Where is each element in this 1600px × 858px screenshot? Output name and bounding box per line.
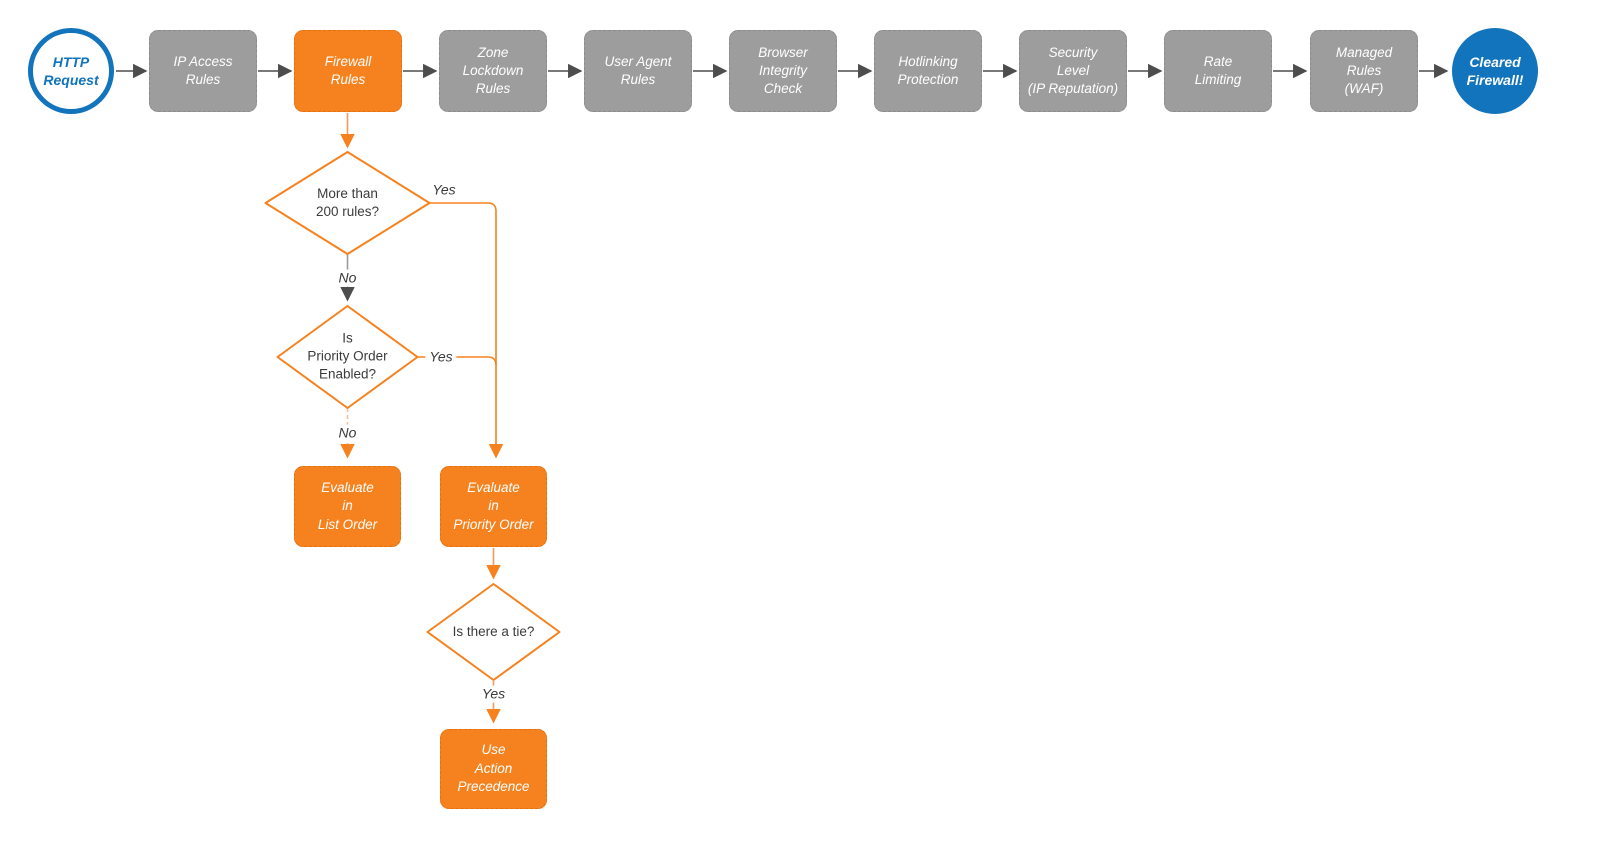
- node-rate-limiting: Rate Limiting: [1164, 30, 1272, 112]
- connector-decision1-yes: [429, 202, 504, 459]
- node-managed-rules-waf: Managed Rules (WAF): [1310, 30, 1418, 112]
- node-security-level: Security Level (IP Reputation): [1019, 30, 1127, 112]
- node-firewall-rules: Firewall Rules: [294, 30, 402, 112]
- edge-label-yes-1: Yes: [428, 181, 460, 199]
- decision-diamond-more-than-200: [264, 151, 431, 255]
- decision-diamond-tie: [426, 583, 561, 681]
- node-use-action-precedence: Use Action Precedence: [440, 729, 547, 809]
- node-http-request: HTTP Request: [28, 28, 114, 114]
- node-evaluate-list-order: Evaluate in List Order: [294, 466, 401, 547]
- edge-label-no-2: No: [334, 424, 361, 442]
- decision-priority-enabled-label: Is Priority Order Enabled?: [307, 330, 388, 383]
- decision-tie-label: Is there a tie?: [452, 623, 535, 639]
- edge-label-no-1: No: [334, 269, 361, 287]
- node-hotlinking-protection: Hotlinking Protection: [874, 30, 982, 112]
- decision-more-than-200-label: More than 200 rules?: [315, 185, 380, 219]
- node-ip-access-rules: IP Access Rules: [149, 30, 257, 112]
- node-zone-lockdown-rules: Zone Lockdown Rules: [439, 30, 547, 112]
- edge-label-yes-3: Yes: [477, 685, 510, 703]
- node-cleared-firewall: Cleared Firewall!: [1452, 28, 1538, 114]
- node-evaluate-priority-order: Evaluate in Priority Order: [440, 466, 547, 547]
- node-browser-integrity-check: Browser Integrity Check: [729, 30, 837, 112]
- edge-label-yes-2: Yes: [425, 348, 457, 366]
- connector-decision2-yes: [417, 356, 497, 366]
- node-user-agent-rules: User Agent Rules: [584, 30, 692, 112]
- decision-diamond-priority-enabled: [276, 305, 419, 409]
